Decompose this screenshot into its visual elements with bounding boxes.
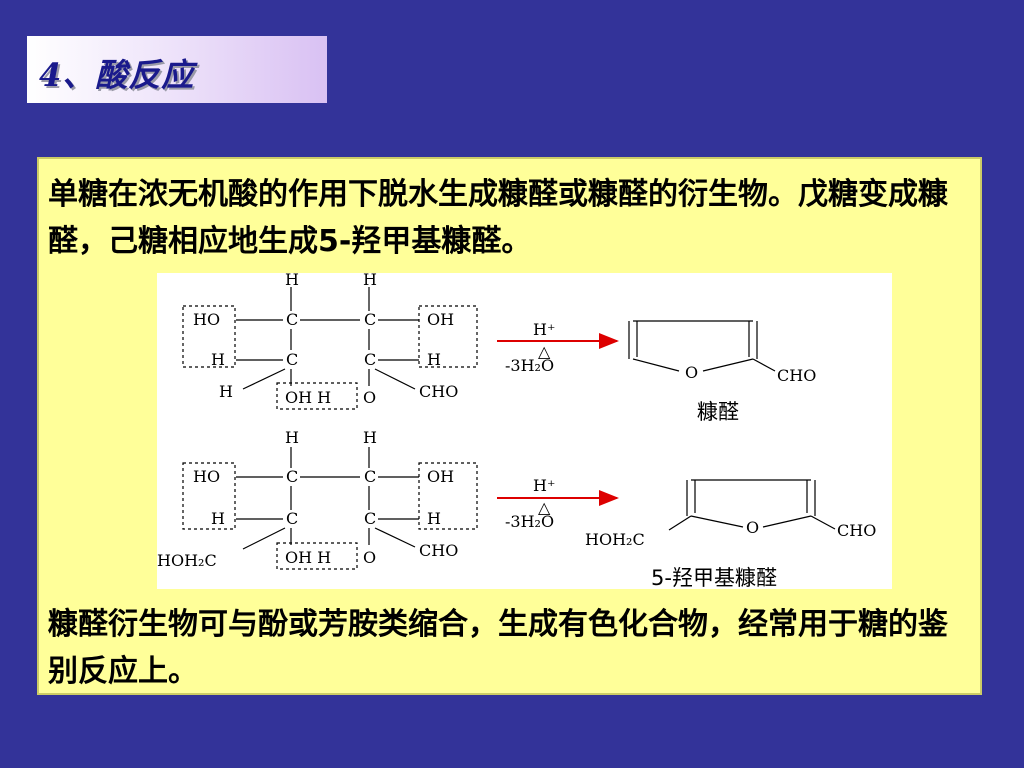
hexose-atom-labels: H H HO C C OH H C C H HOH₂C OH H O CHO: [157, 428, 458, 570]
water-loss-label: -3H₂O: [505, 512, 554, 531]
atom-label: OH: [427, 467, 454, 486]
atom-label: O: [685, 363, 698, 382]
heat-symbol: △: [538, 498, 551, 517]
atom-label: OH: [427, 310, 454, 329]
conclusion-paragraph: 糠醛衍生物可与酚或芳胺类缩合，生成有色化合物，经常用于糖的鉴别反应上。: [48, 607, 948, 689]
atom-label: O: [363, 388, 376, 407]
content-box: 单糖在浓无机酸的作用下脱水生成糠醛或糠醛的衍生物。戊糖变成糠醛，己糖相应地生成5…: [37, 157, 982, 695]
furfural-label: 糠醛: [697, 400, 739, 424]
atom-label: H: [363, 428, 377, 447]
hexose-structure: [182, 447, 478, 570]
atom-label: O: [363, 548, 376, 567]
catalyst-label: H⁺: [533, 320, 555, 339]
reaction1-conditions: H⁺ △ -3H₂O: [497, 320, 619, 375]
atom-label: C: [364, 467, 376, 486]
atom-label: O: [746, 518, 759, 537]
atom-label: OH H: [285, 388, 331, 407]
atom-label: CHO: [777, 366, 816, 385]
water-loss-label: -3H₂O: [505, 356, 554, 375]
reaction-diagram: H H HO C C OH H C C H H OH H O CHO H⁺ △ …: [157, 273, 892, 589]
heat-symbol: △: [538, 342, 551, 361]
atom-label: OH H: [285, 548, 331, 567]
atom-label: H: [363, 273, 377, 289]
atom-label: HOH₂C: [585, 530, 645, 549]
atom-label: H: [285, 428, 299, 447]
atom-label: H: [427, 350, 441, 369]
reaction2-conditions: H⁺ △ -3H₂O: [497, 476, 619, 531]
atom-label: H: [211, 350, 225, 369]
atom-label: C: [286, 467, 298, 486]
atom-label: C: [364, 310, 376, 329]
furfural-structure: [628, 320, 776, 372]
intro-paragraph: 单糖在浓无机酸的作用下脱水生成糠醛或糠醛的衍生物。戊糖变成糠醛，己糖相应地生成5…: [48, 177, 948, 259]
slide-title-box: 4、酸反应: [27, 36, 327, 103]
atom-label: C: [364, 509, 376, 528]
atom-label: HO: [193, 467, 220, 486]
atom-label: C: [286, 310, 298, 329]
atom-label: H: [285, 273, 299, 289]
atom-label: C: [286, 509, 298, 528]
pentose-structure: [182, 287, 478, 410]
slide-title: 4、酸反应: [39, 56, 195, 94]
hmf-label: 5-羟甲基糠醛: [651, 566, 777, 589]
atom-label: HO: [193, 310, 220, 329]
furfural-labels: O CHO 糠醛: [685, 363, 816, 424]
pentose-atom-labels: H H HO C C OH H C C H H OH H O CHO: [193, 273, 458, 407]
atom-label: C: [286, 350, 298, 369]
catalyst-label: H⁺: [533, 476, 555, 495]
atom-label: HOH₂C: [157, 551, 217, 570]
atom-label: CHO: [419, 382, 458, 401]
hmf-labels: O CHO HOH₂C 5-羟甲基糠醛: [585, 518, 876, 589]
atom-label: H: [219, 382, 233, 401]
atom-label: CHO: [837, 521, 876, 540]
atom-label: CHO: [419, 541, 458, 560]
atom-label: H: [427, 509, 441, 528]
atom-label: H: [211, 509, 225, 528]
hmf-structure: [668, 479, 836, 531]
atom-label: C: [364, 350, 376, 369]
